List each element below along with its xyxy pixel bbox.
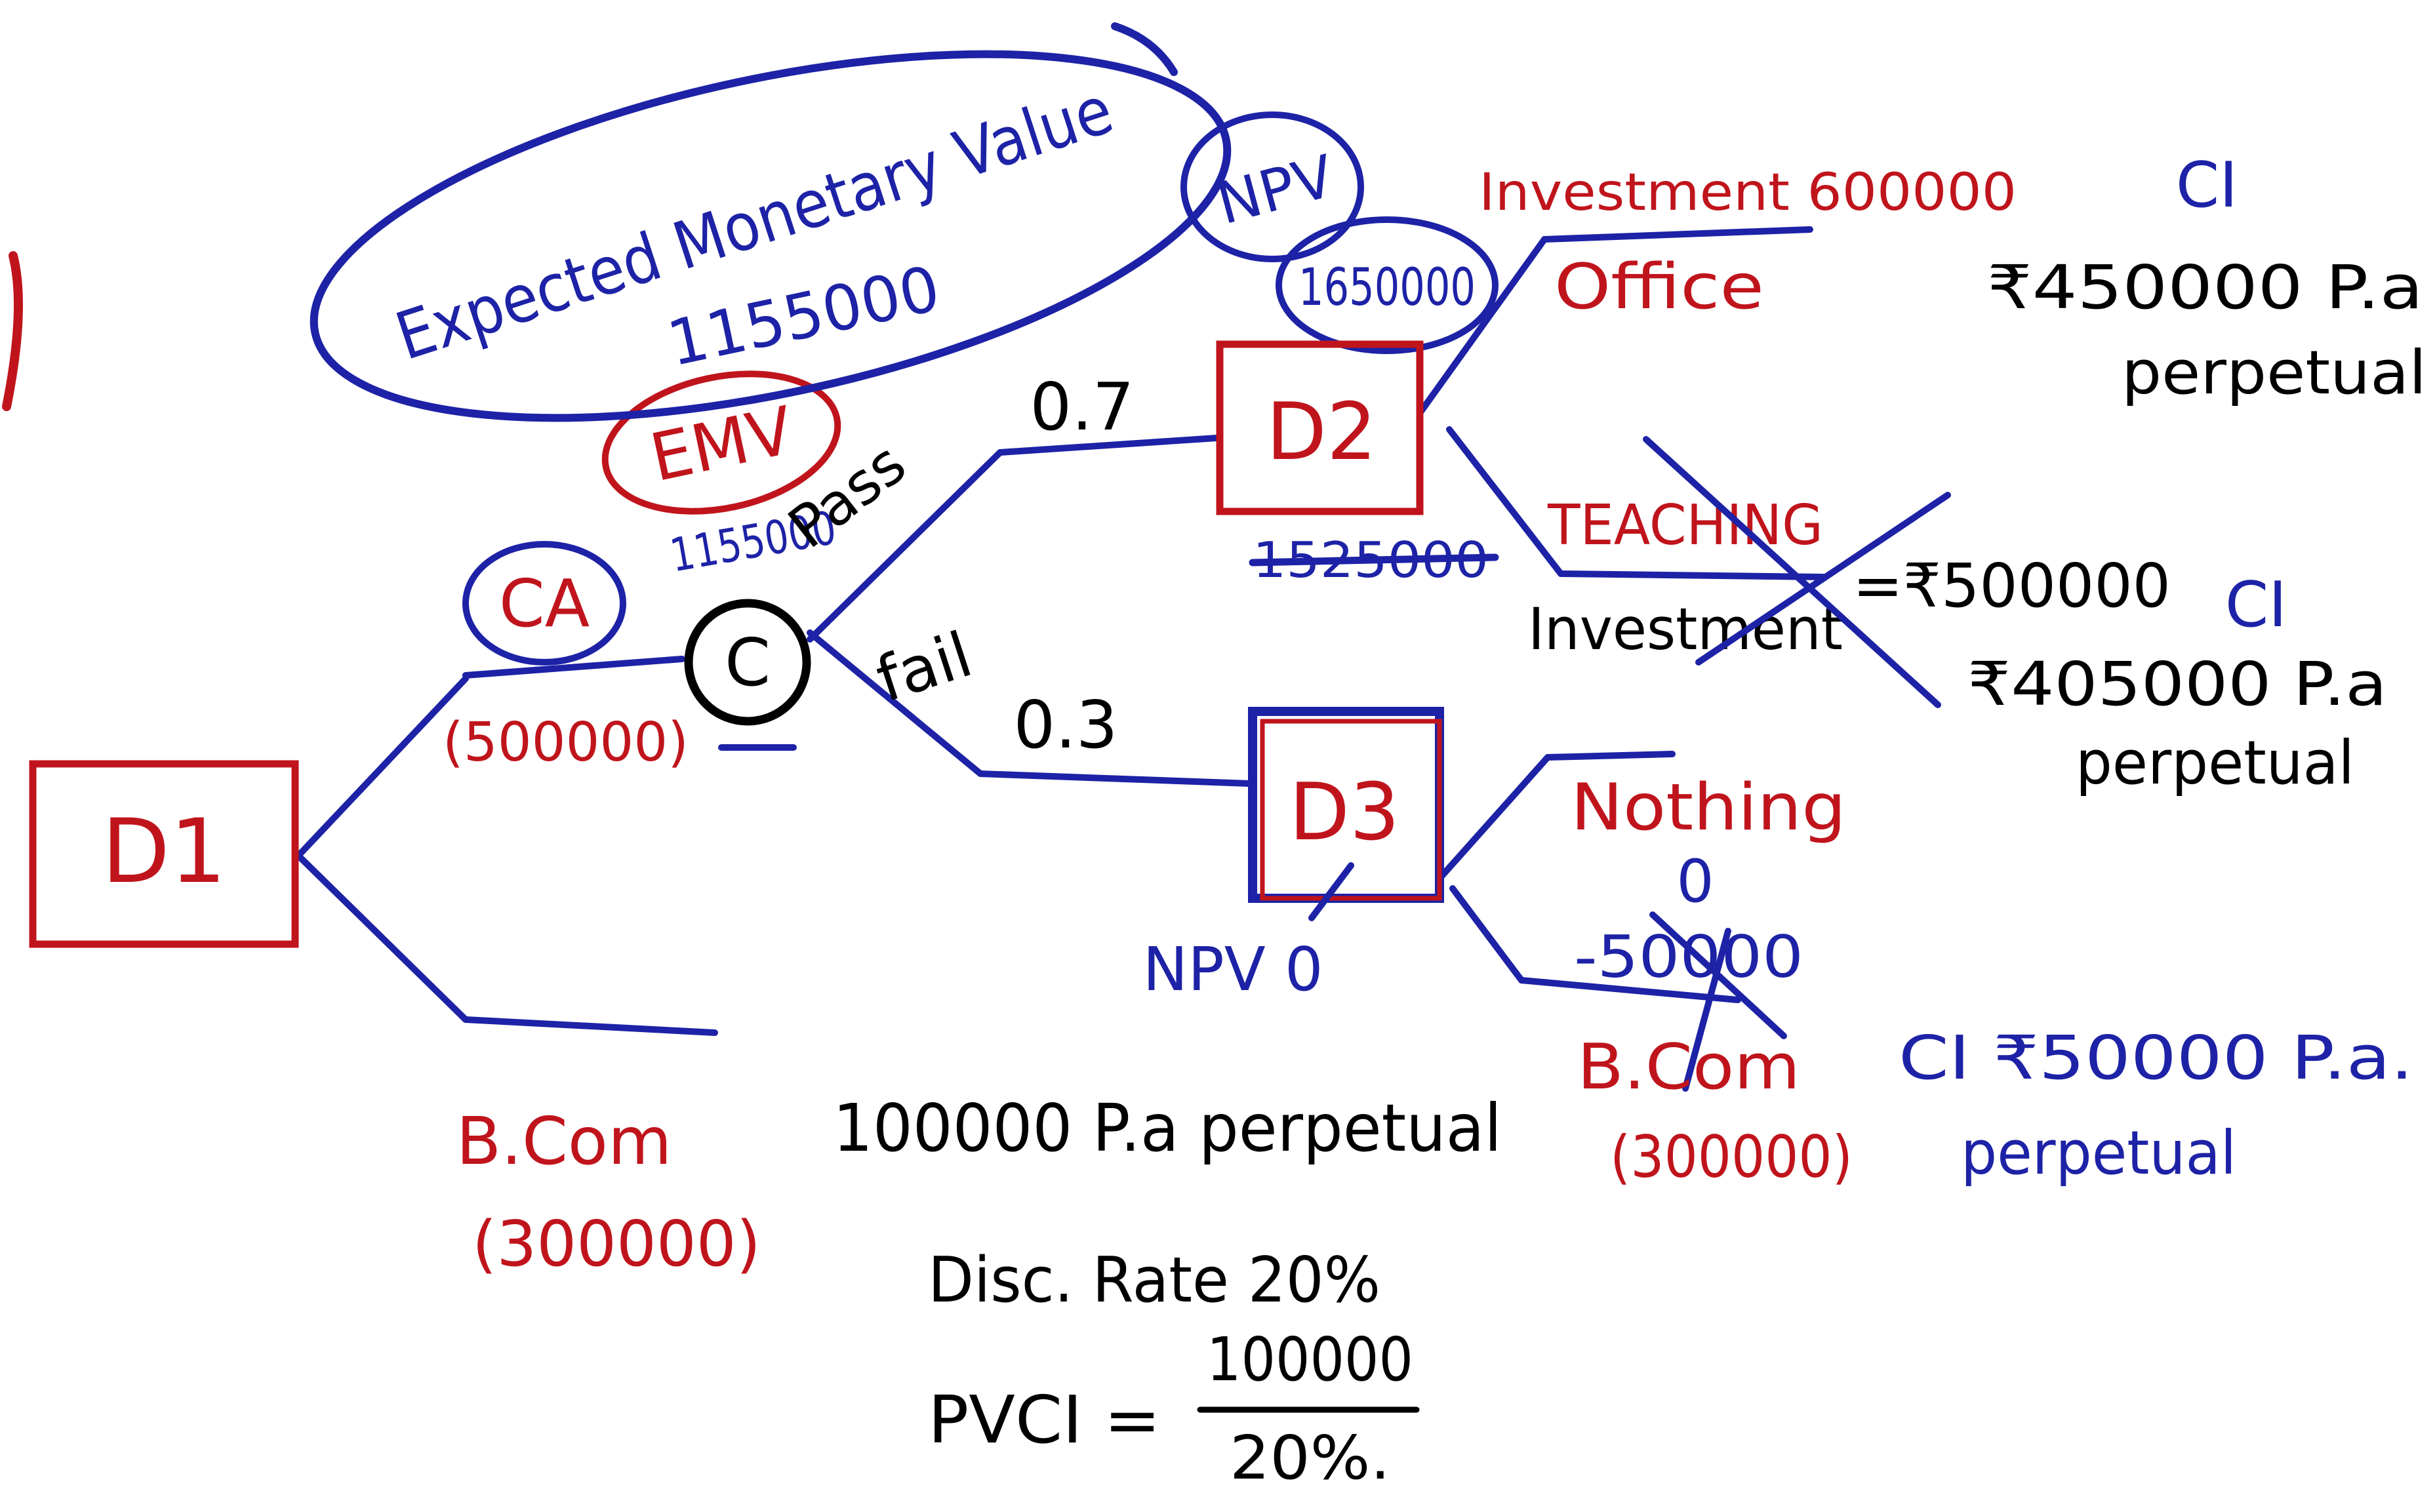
branch-d1-bcom	[295, 852, 469, 1023]
branch-lines	[295, 226, 1826, 1036]
d3-tick	[1308, 862, 1354, 921]
teaching-cross-1	[1643, 436, 1941, 708]
office-ci-label: CI	[2176, 149, 2238, 222]
teaching-investment-value: =₹500000	[1853, 551, 2171, 621]
bcom-d3-cross-2	[1682, 928, 1731, 1092]
nothing-label: Nothing	[1571, 770, 1846, 845]
branch-fail-line	[977, 770, 1253, 787]
branch-d1-ca	[295, 675, 469, 859]
fail-label: fail	[868, 618, 980, 716]
d2-npv-ring	[1276, 216, 1499, 354]
office-ci-term: perpetual	[2122, 338, 2426, 408]
d2-npv: 1650000	[1298, 258, 1476, 317]
bcom-d3-cross-out	[1649, 911, 1787, 1092]
bcom-d3-cost: (300000)	[1610, 1123, 1853, 1191]
chance-label: C	[725, 624, 771, 701]
branch-teaching-line	[1558, 570, 1826, 580]
d3-label: D3	[1289, 767, 1400, 858]
teaching-investment: Investment	[1528, 595, 1843, 663]
bcom-ci-value: CI ₹50000 P.a.	[1899, 1023, 2413, 1093]
d2-old-value-strike	[1249, 553, 1499, 567]
branch-c-fail	[807, 629, 984, 777]
office-ci-value: ₹450000 P.a	[1987, 252, 2423, 323]
emv-note-ring	[310, 50, 1232, 422]
branch-nothing-line	[1544, 751, 1676, 761]
branch-bcom-line	[462, 1016, 718, 1036]
nothing-value: 0	[1676, 847, 1714, 916]
teaching-ci-label: CI	[2225, 569, 2287, 641]
ca-ring	[462, 541, 626, 666]
calc-pvci: PVCI =	[928, 1382, 1161, 1458]
chance-node	[684, 599, 811, 726]
ca-label: CA	[499, 565, 590, 642]
d1-label: D1	[102, 800, 226, 903]
calc-numerator: 100000	[1207, 1324, 1413, 1395]
probability-pass: 0.7	[1030, 368, 1134, 445]
branch-ca-line	[462, 656, 685, 679]
npv-ring	[1180, 111, 1364, 262]
bcom-d3-label: B.Com	[1577, 1031, 1800, 1104]
bcom-d1-cost: (300000)	[472, 1208, 761, 1281]
d3-npv: NPV 0	[1142, 934, 1323, 1005]
teaching-cross-out	[1643, 436, 1951, 708]
d2-label: D2	[1266, 387, 1377, 478]
office-label: Office	[1554, 251, 1764, 323]
bcom-d1-label: B.Com	[456, 1103, 672, 1180]
emv-ring	[601, 370, 841, 515]
decision-node-d3-inner	[1260, 719, 1442, 901]
probability-fail: 0.3	[1013, 686, 1117, 763]
branch-d3-bcom	[1449, 885, 1525, 984]
decision-node-d2	[1216, 340, 1424, 515]
teaching-cross-2	[1695, 492, 1951, 666]
branch-c-pass	[807, 449, 1003, 643]
edge-fragment	[2, 251, 23, 411]
calc-denominator: 20%.	[1230, 1423, 1390, 1493]
branch-d2-office	[1417, 236, 1548, 416]
calc-line2: Disc. Rate 20%	[928, 1244, 1380, 1317]
branch-office-line	[1541, 226, 1813, 243]
emv-note-tail	[1111, 22, 1178, 76]
calc-line1: 100000 P.a perpetual	[833, 1090, 1502, 1166]
ca-cost: (500000)	[443, 711, 689, 774]
branch-d3-bcom-line	[1518, 977, 1741, 1003]
branch-pass-line	[997, 435, 1220, 456]
decision-node-d1	[29, 760, 299, 948]
branch-d2-teaching	[1446, 426, 1564, 577]
teaching-ci-value: ₹405000 P.a	[1967, 649, 2387, 719]
bcom-d3-value: -50000	[1574, 923, 1803, 991]
branch-d3-nothing	[1436, 754, 1551, 882]
teaching-ci-term: perpetual	[2076, 728, 2354, 798]
bcom-ci-term: perpetual	[1961, 1118, 2236, 1188]
office-investment: Investment 600000	[1479, 163, 2017, 222]
teaching-label: TEACHING	[1547, 493, 1823, 558]
